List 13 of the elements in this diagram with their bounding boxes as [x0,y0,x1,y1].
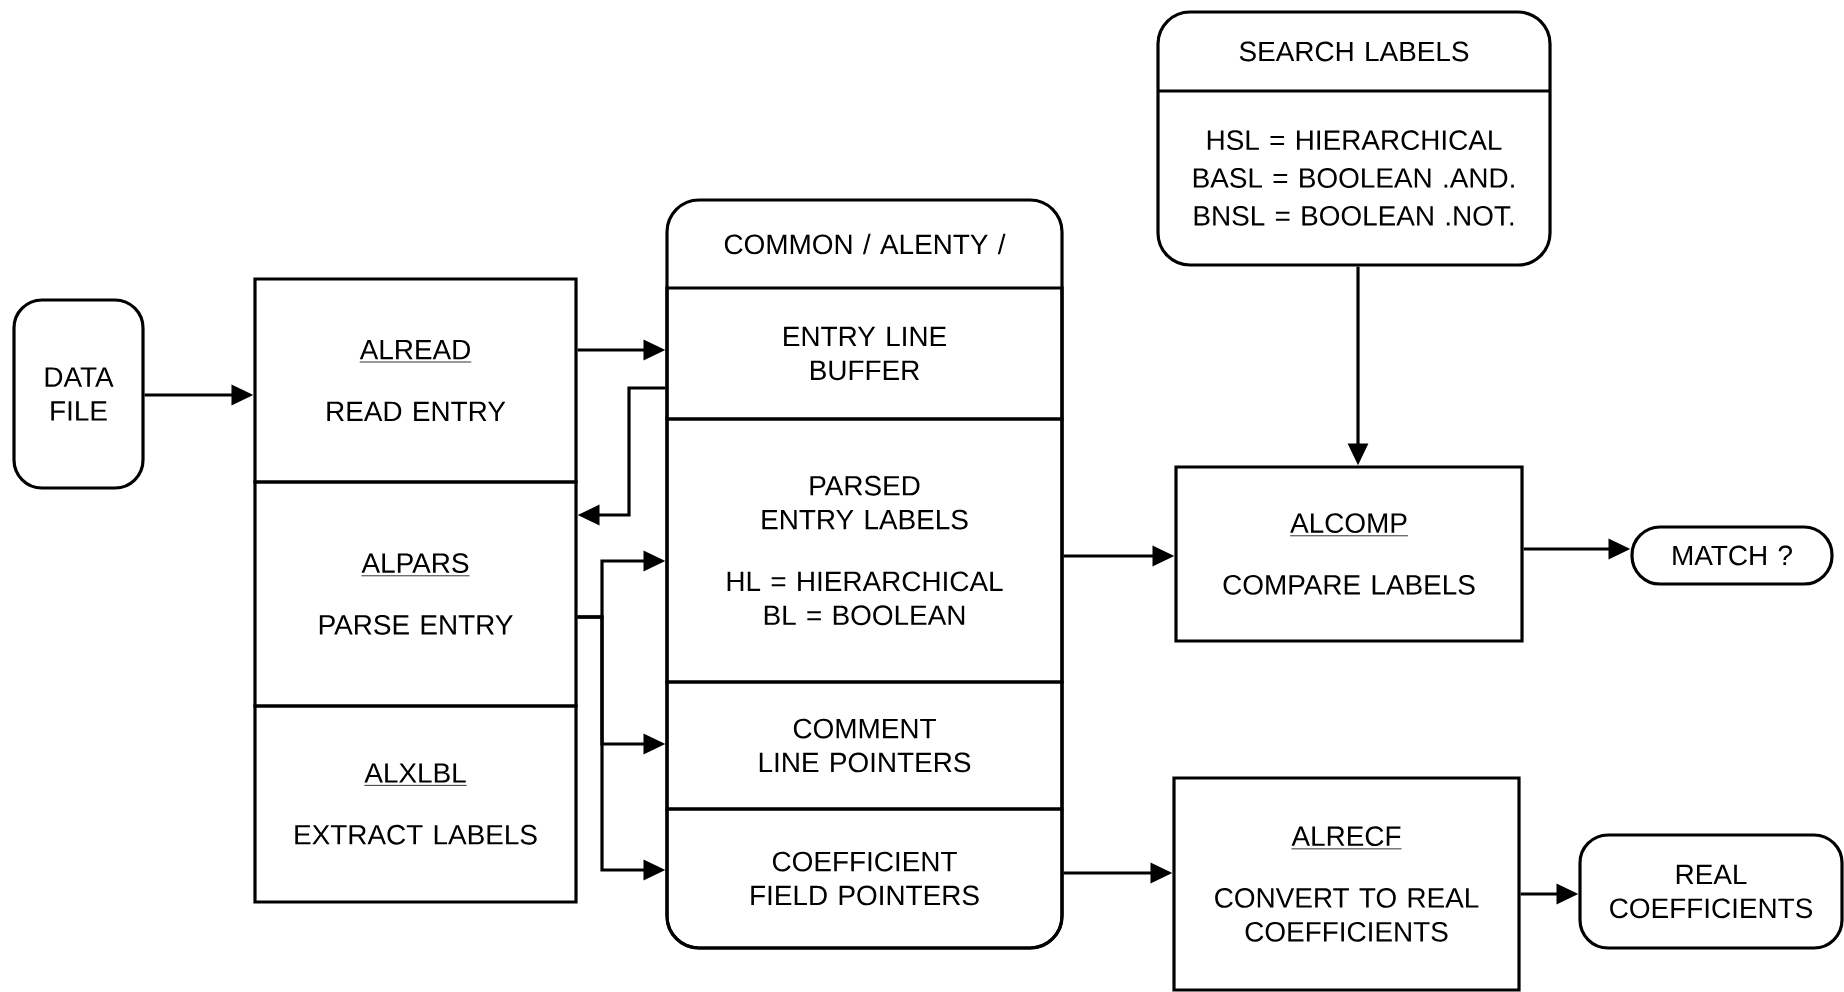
module-box: ALRECF CONVERT TO REAL COEFFICIENTS [1172,776,1521,992]
buffer-section: COEFFICIENT FIELD POINTERS [665,807,1064,950]
data-box: DATA FILE [12,298,145,490]
search-labels-box: SEARCH LABELS HSL = HIERARCHICAL BASL = BOOLEAN .AND. BNSL = BOOLEAN .NOT. [1156,10,1552,267]
buffer-section: PARSED ENTRY LABELS HL = HIERARCHICAL BL = BOOLEAN [665,417,1064,684]
result-box: MATCH ? [1630,525,1834,586]
module-box: ALXLBL EXTRACT LABELS [253,704,578,904]
buffer-section: ENTRY LINE BUFFER [665,286,1064,421]
module-box: ALREAD READ ENTRY [253,277,578,484]
buffer-section: COMMENT LINE POINTERS [665,680,1064,811]
module-box: ALCOMP COMPARE LABELS [1174,465,1524,643]
result-box: REAL COEFFICIENTS [1578,833,1844,950]
module-box: ALPARS PARSE ENTRY [253,480,578,708]
